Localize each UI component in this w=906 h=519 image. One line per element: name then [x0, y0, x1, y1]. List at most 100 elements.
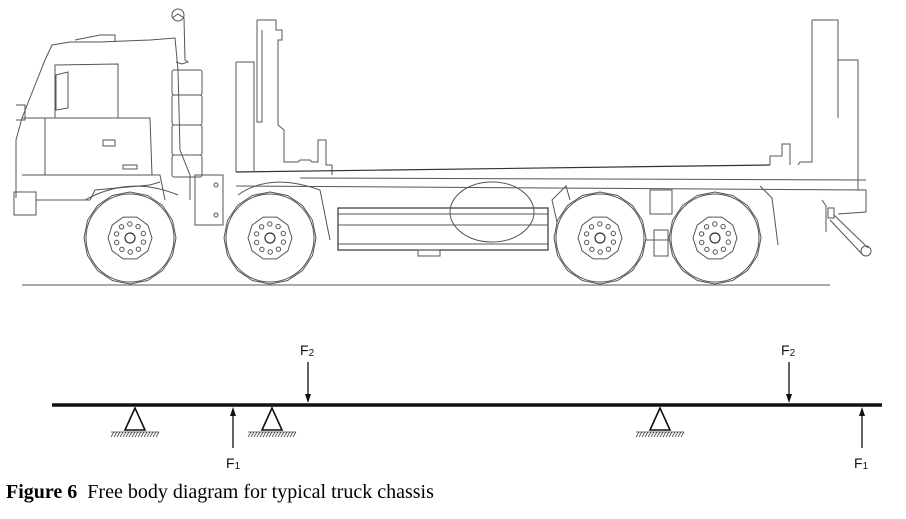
hatch-stroke [140, 431, 145, 438]
lug-hole [127, 249, 133, 255]
lug-hole [712, 221, 718, 227]
support-1 [110, 406, 160, 438]
wheel [668, 191, 762, 285]
lug-hole [699, 239, 705, 246]
lug-hole [703, 224, 710, 230]
hatch-stroke [155, 431, 160, 438]
hatch-stroke [268, 431, 273, 438]
lug-hole [280, 230, 286, 237]
hatch-stroke [271, 431, 276, 438]
force-label: F2 [300, 342, 315, 359]
hatch-stroke [256, 431, 261, 438]
hatch-stroke [113, 431, 118, 438]
lug-hole [280, 239, 287, 245]
lug-hole [704, 246, 710, 253]
hub [124, 232, 136, 244]
hatch-stroke [265, 431, 270, 438]
lug-hole [712, 249, 718, 255]
lug-hole [584, 239, 590, 246]
ground-hatch [247, 431, 297, 438]
support-triangle [260, 406, 284, 431]
force-f2-left: F2 [300, 342, 315, 403]
tyre [223, 191, 317, 285]
hatch-stroke [253, 431, 258, 438]
support-triangle [123, 406, 147, 431]
lug-hole [267, 221, 273, 227]
hub [709, 232, 721, 244]
lug-hole [610, 230, 616, 237]
lug-hole [720, 223, 726, 230]
lug-hole [135, 223, 141, 230]
hub [594, 232, 606, 244]
hatch-stroke [665, 431, 670, 438]
hatch-stroke [280, 431, 285, 438]
wheel [83, 191, 177, 285]
hatch-stroke [259, 431, 264, 438]
free-body-diagram: F1 F2 F2 F1 [52, 342, 882, 472]
hatch-stroke [680, 431, 685, 438]
hatch-stroke [644, 431, 649, 438]
wheel [553, 191, 647, 285]
lug-hole [135, 246, 142, 252]
hatch-stroke [647, 431, 652, 438]
support-triangle [648, 406, 672, 431]
hatch-stroke [286, 431, 291, 438]
fender-front [84, 185, 179, 201]
arrow-up-icon [230, 407, 236, 416]
lug-hole [253, 231, 260, 237]
lug-hole [119, 246, 125, 253]
hatch-stroke [131, 431, 136, 438]
hatch-stroke [668, 431, 673, 438]
hatch-stroke [146, 431, 151, 438]
rim [692, 216, 738, 260]
hatch-stroke [125, 431, 130, 438]
truck-wheels [83, 191, 762, 285]
rim [247, 216, 293, 260]
lug-hole [259, 246, 265, 253]
lug-hole [698, 231, 705, 237]
tyre [553, 191, 647, 285]
hatch-stroke [638, 431, 643, 438]
tyre-inner [555, 193, 645, 283]
hatch-stroke [650, 431, 655, 438]
front-stake-post [235, 19, 333, 175]
ground-hatch [635, 431, 685, 438]
fender-axle2 [237, 181, 331, 241]
force-f1-right: F1 [854, 407, 869, 472]
hatch-stroke [662, 431, 667, 438]
hatch-stroke [292, 431, 297, 438]
hatch-stroke [262, 431, 267, 438]
tyre-inner [85, 193, 175, 283]
hatch-stroke [641, 431, 646, 438]
lug-hole [140, 230, 147, 237]
lug-hole [267, 249, 273, 255]
hatch-stroke [110, 431, 115, 438]
lug-hole [113, 231, 120, 237]
support-2 [247, 406, 297, 438]
hatch-stroke [289, 431, 294, 438]
hatch-stroke [116, 431, 121, 438]
fender-axle4 [759, 185, 779, 246]
hatch-stroke [143, 431, 148, 438]
lug-hole [583, 231, 590, 237]
tyre [668, 191, 762, 285]
lug-hole [275, 223, 281, 230]
rim [577, 216, 623, 260]
lug-hole [275, 246, 282, 252]
lug-hole [610, 239, 617, 245]
hatch-stroke [635, 431, 640, 438]
hatch-stroke [277, 431, 282, 438]
hatch-stroke [128, 431, 133, 438]
arrow-down-icon [786, 394, 792, 403]
hatch-stroke [152, 431, 157, 438]
force-f2-right: F2 [781, 342, 796, 403]
lug-hole [597, 221, 603, 227]
rear-hitch [821, 199, 872, 257]
hatch-stroke [119, 431, 124, 438]
force-f1-left: F1 [226, 407, 241, 472]
truck-illustration [13, 8, 872, 286]
force-label: F2 [781, 342, 796, 359]
hub [264, 232, 276, 244]
